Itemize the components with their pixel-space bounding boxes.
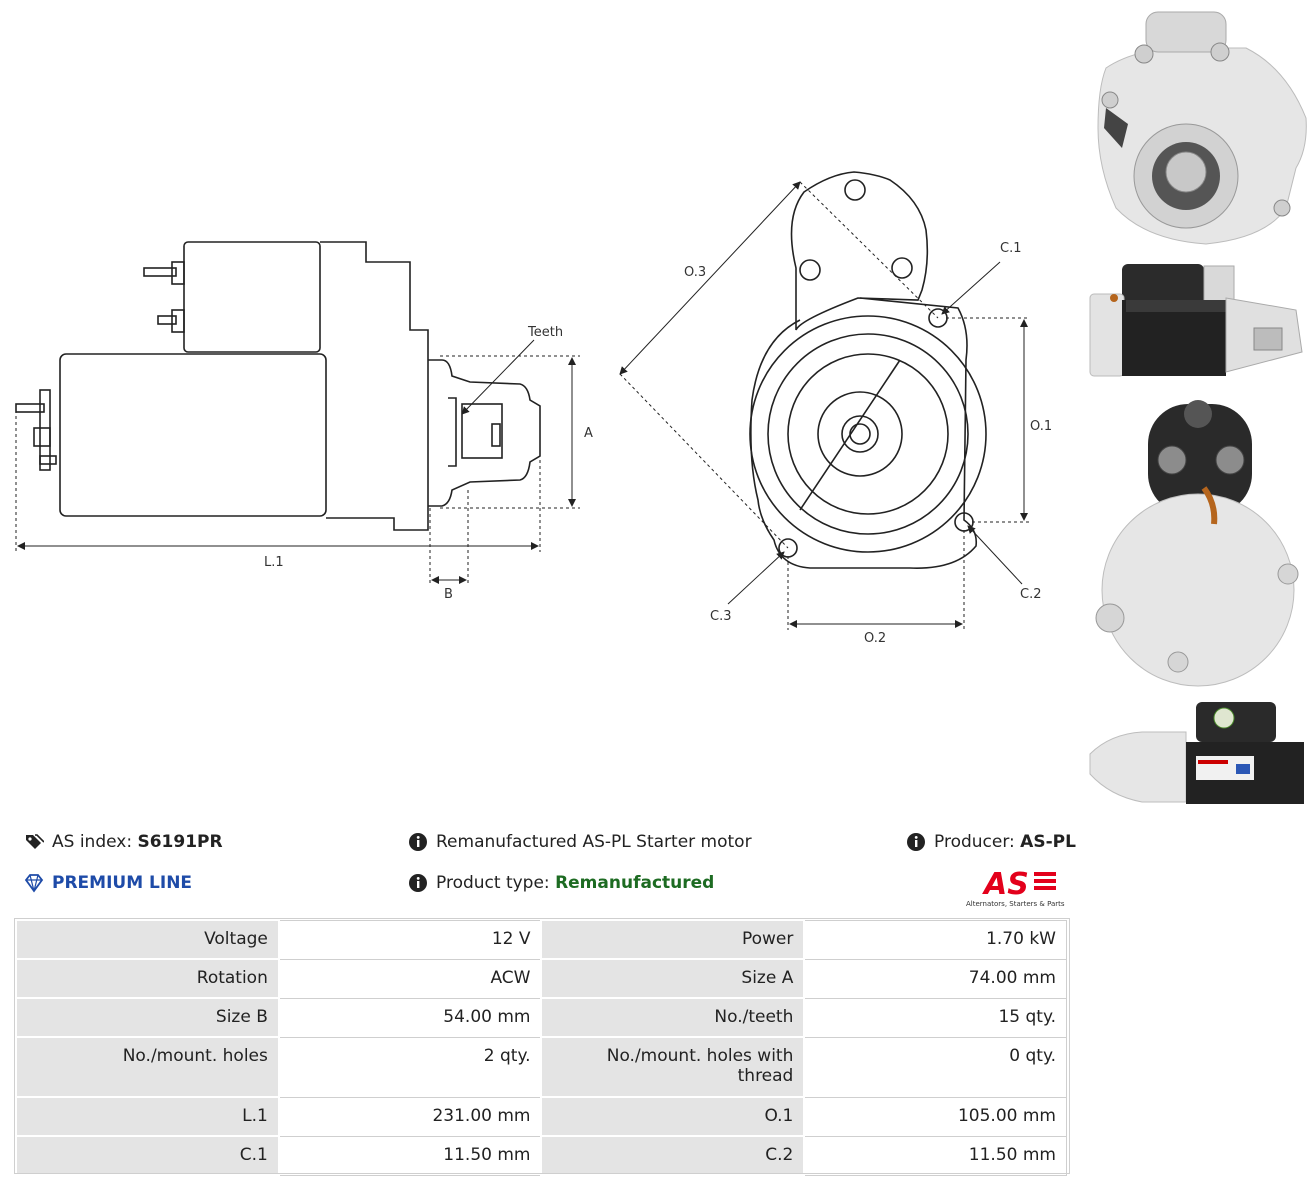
specifications-body: Voltage 12 V Power 1.70 kW Rotation ACW … (15, 919, 1068, 1176)
label-b: B (444, 587, 453, 602)
product-type-row: Product type: Remanufactured (408, 873, 714, 893)
product-photo-side[interactable] (1086, 256, 1310, 380)
product-type-label: Product type: (436, 873, 550, 893)
table-row: L.1 231.00 mm O.1 105.00 mm (15, 1096, 1068, 1137)
product-photo-gallery (1086, 8, 1310, 804)
spec-value: 11.50 mm (278, 1135, 542, 1176)
spec-value: 2 qty. (278, 1036, 542, 1098)
logo-tagline: Alternators, Starters & Parts (966, 900, 1065, 908)
starter-label-image (1089, 702, 1304, 804)
as-pl-logo: AS Alternators, Starters & Parts (962, 866, 1072, 910)
spec-key: Size A (540, 958, 806, 999)
producer-label: Producer: (934, 832, 1015, 852)
label-a: A (584, 426, 593, 441)
table-row: No./mount. holes 2 qty. No./mount. holes… (15, 1036, 1068, 1098)
product-type-value: Remanufactured (555, 873, 715, 893)
spec-value: 54.00 mm (278, 997, 542, 1038)
premium-line-row: PREMIUM LINE (24, 873, 192, 893)
spec-key: No./mount. holes with thread (540, 1036, 806, 1098)
spec-key: Power (540, 919, 806, 960)
label-o3: O.3 (684, 265, 706, 280)
info-icon (907, 833, 925, 851)
tags-icon (26, 834, 44, 849)
side-view-dimensions (15, 339, 580, 586)
spec-key: Rotation (15, 958, 280, 999)
spec-key: No./mount. holes (15, 1036, 280, 1098)
as-index-row: AS index: S6191PR (24, 832, 223, 852)
info-icon (409, 833, 427, 851)
spec-value: 15 qty. (803, 997, 1068, 1038)
spec-value: 74.00 mm (803, 958, 1068, 999)
product-photo-front[interactable] (1086, 8, 1310, 248)
spec-value: 1.70 kW (803, 919, 1068, 960)
as-logo-mark: AS Alternators, Starters & Parts (966, 867, 1065, 908)
spec-key: No./teeth (540, 997, 806, 1038)
label-c2: C.2 (1020, 587, 1041, 602)
technical-drawing: Teeth A L.1 B O.3 C.1 O.1 C.2 C.3 (15, 171, 1052, 646)
spec-key: Size B (15, 997, 280, 1038)
starter-dimension-drawing: Teeth A L.1 B O.3 C.1 O.1 C.2 C.3 (15, 171, 1052, 646)
product-photo-label-side[interactable] (1086, 698, 1310, 810)
spec-value: 12 V (278, 919, 542, 960)
diamond-icon (24, 874, 44, 893)
table-row: C.1 11.50 mm C.2 11.50 mm (15, 1135, 1068, 1176)
table-row: Size B 54.00 mm No./teeth 15 qty. (15, 997, 1068, 1038)
logo-text: AS (982, 867, 1029, 902)
side-view (15, 241, 541, 531)
spec-value: ACW (278, 958, 542, 999)
label-teeth: Teeth (527, 325, 563, 340)
label-c1: C.1 (1000, 241, 1021, 256)
description-row: Remanufactured AS-PL Starter motor (408, 832, 752, 852)
spec-value: 11.50 mm (803, 1135, 1068, 1176)
label-o1: O.1 (1030, 419, 1052, 434)
producer-row: Producer: AS-PL (906, 832, 1076, 852)
front-view (749, 171, 987, 569)
spec-value: 0 qty. (803, 1036, 1068, 1098)
as-index-label: AS index: (52, 832, 133, 852)
as-index-value: S6191PR (137, 832, 223, 852)
specifications-table: Voltage 12 V Power 1.70 kW Rotation ACW … (15, 919, 1068, 1176)
info-icon (409, 874, 427, 892)
product-info: AS index: S6191PR PREMIUM LINE Remanufac… (24, 828, 1076, 908)
product-description: Remanufactured AS-PL Starter motor (436, 832, 752, 852)
table-row: Rotation ACW Size A 74.00 mm (15, 958, 1068, 999)
spec-key: Voltage (15, 919, 280, 960)
front-view-dimensions (619, 181, 1030, 630)
starter-side-image (1089, 264, 1303, 377)
premium-line-label: PREMIUM LINE (52, 873, 193, 893)
label-c3: C.3 (710, 609, 731, 624)
spec-value: 105.00 mm (803, 1096, 1068, 1137)
spec-key: C.1 (15, 1135, 280, 1176)
spec-key: O.1 (540, 1096, 806, 1137)
starter-rear-image (1095, 400, 1299, 687)
label-o2: O.2 (864, 631, 886, 646)
starter-front-image (1097, 11, 1307, 245)
product-photo-rear[interactable] (1086, 394, 1310, 690)
table-row: Voltage 12 V Power 1.70 kW (15, 919, 1068, 960)
producer-value: AS-PL (1020, 832, 1076, 852)
spec-value: 231.00 mm (278, 1096, 542, 1137)
label-l1: L.1 (264, 555, 284, 570)
spec-key: C.2 (540, 1135, 806, 1176)
spec-key: L.1 (15, 1096, 280, 1137)
